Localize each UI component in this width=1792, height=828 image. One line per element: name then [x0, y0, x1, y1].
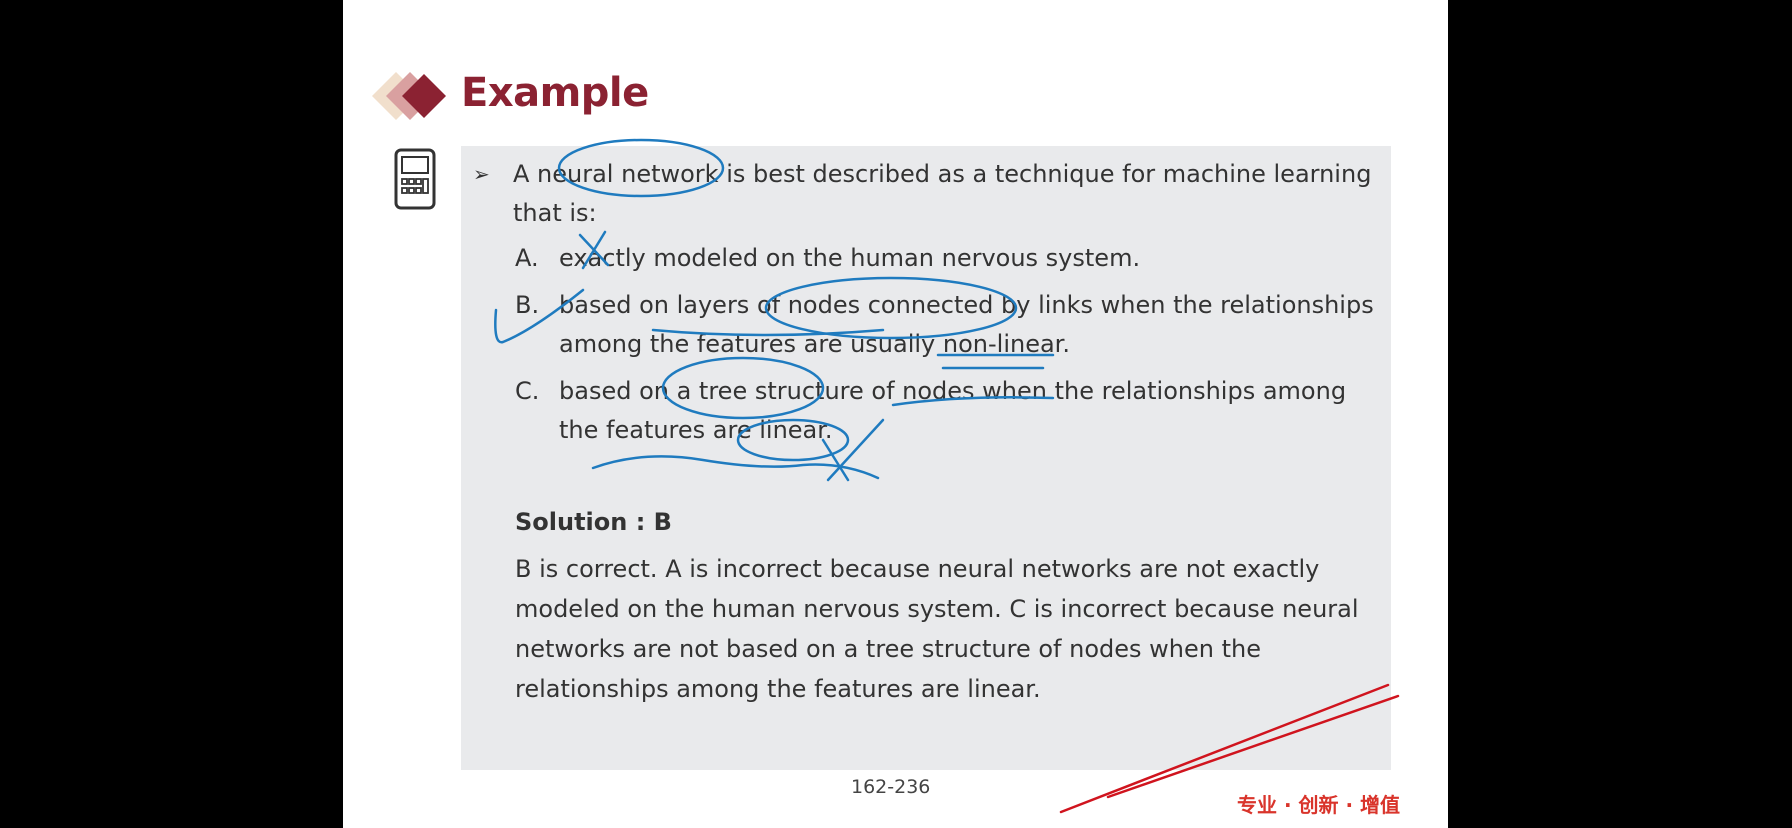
option-a-label: A.	[515, 244, 539, 272]
question-panel: ➢ A neural network is best described as …	[461, 146, 1391, 770]
question-text: A neural network is best described as a …	[513, 160, 1372, 188]
explanation-line: B is correct. A is incorrect because neu…	[515, 555, 1320, 583]
explanation-line: modeled on the human nervous system. C i…	[515, 595, 1359, 623]
explanation-line: networks are not based on a tree structu…	[515, 635, 1261, 663]
diamond-logo-icon	[372, 72, 446, 120]
option-a-text: exactly modeled on the human nervous sys…	[559, 244, 1141, 272]
option-c-label: C.	[515, 377, 540, 405]
option-b-label: B.	[515, 291, 540, 319]
slide-title: Example	[461, 70, 649, 116]
explanation-line: relationships among the features are lin…	[515, 675, 1041, 703]
page-number: 162-236	[851, 776, 931, 798]
option-c-text: based on a tree structure of nodes when …	[559, 377, 1347, 405]
slide: Example ➢ A neural network is best descr…	[343, 0, 1448, 828]
option-b-text: among the features are usually non-linea…	[559, 330, 1070, 358]
footer-slogan: 专业 · 创新 · 增值	[1237, 793, 1401, 817]
question-text: that is:	[513, 199, 597, 227]
option-c-text: the features are linear.	[559, 416, 833, 444]
solution-heading: Solution : B	[515, 508, 672, 536]
option-b-text: based on layers of nodes connected by li…	[559, 291, 1374, 319]
calculator-icon	[394, 148, 436, 210]
bullet-arrow-icon: ➢	[473, 162, 490, 186]
